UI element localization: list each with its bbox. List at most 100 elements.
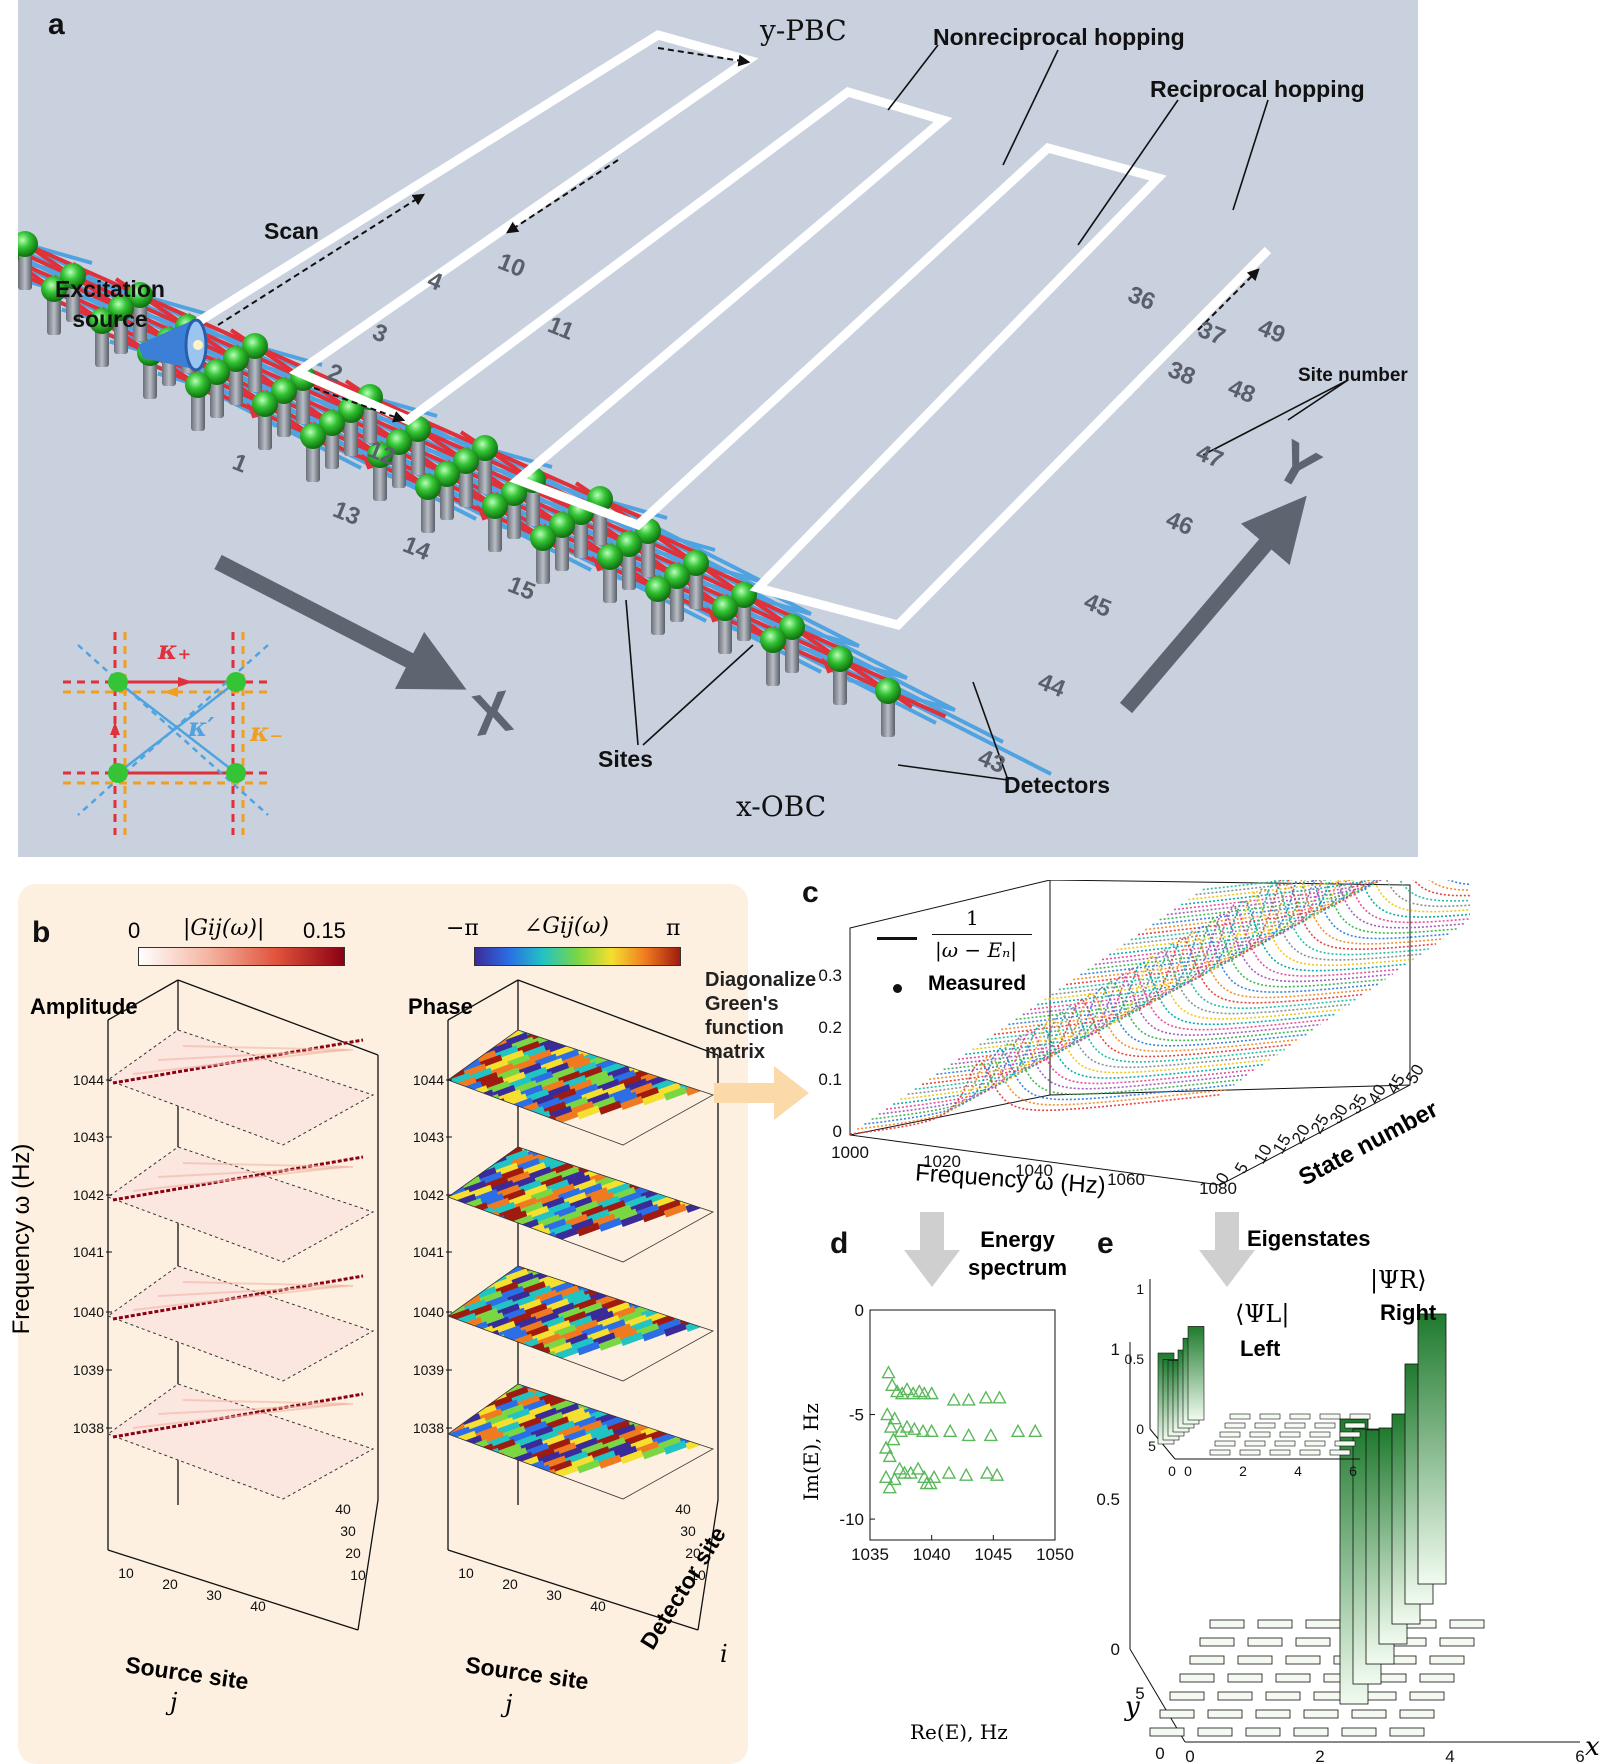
phase-cell (720, 1379, 743, 1393)
phase-cell (670, 1266, 694, 1280)
plot-box (849, 880, 1411, 1186)
source-site-tick: 10 (458, 1565, 474, 1581)
x-tick: 1080 (1199, 1179, 1237, 1198)
kappa-prime-label: κ′ (188, 713, 215, 743)
phase-cell (579, 1183, 603, 1198)
phase-cell (733, 1409, 756, 1423)
phase-cell (601, 1297, 625, 1312)
amplitude-stripe (182, 1045, 354, 1051)
z-tick: 0.1 (818, 1070, 842, 1089)
phase-cell (547, 1083, 572, 1099)
amp-colorbar-max: 0.15 (303, 918, 346, 943)
phase-cell (563, 1075, 587, 1090)
phase-cell (547, 1319, 572, 1335)
phase-cell (523, 1281, 547, 1296)
site (300, 423, 326, 449)
phase-cell (748, 1141, 758, 1155)
state-curve (849, 1059, 1221, 1135)
inset-floor-bar (1219, 1431, 1241, 1438)
phase-cell (732, 1269, 755, 1283)
phase-cell (678, 1172, 702, 1187)
phase-cell (585, 1424, 609, 1439)
amplitude-stripe (182, 1399, 354, 1405)
site (453, 448, 479, 474)
amplitude-stripe (157, 1403, 349, 1415)
phase-cell (670, 1147, 694, 1161)
phase-cell (413, 1283, 436, 1297)
phase-cell (630, 1436, 654, 1451)
phase-cell (748, 1260, 758, 1274)
state-curve (1073, 880, 1444, 981)
phase-cell (477, 1247, 500, 1261)
phase-cell (597, 1432, 621, 1447)
floor-bar (1305, 1619, 1341, 1629)
phase-cell (534, 1407, 558, 1422)
phase-cell (691, 1120, 714, 1134)
phase-cell (605, 1279, 629, 1294)
axis-line (107, 979, 179, 1021)
phase-cell (739, 1413, 758, 1427)
inset-floor-bar (1319, 1413, 1341, 1420)
inset-x-tick: 2 (1239, 1463, 1247, 1479)
state-curve (857, 1055, 1228, 1130)
phase-cell (656, 978, 679, 992)
spectrum-point (887, 1411, 902, 1425)
phase-cell (462, 1041, 486, 1056)
phase-cell (481, 1076, 505, 1091)
down-arrow-d (904, 1212, 960, 1287)
phase-cell (520, 1201, 544, 1216)
legend-line-sample (877, 937, 917, 940)
phase-cell (593, 1130, 616, 1144)
phase-cell (477, 1365, 500, 1379)
energy-spectrum-label: Energy spectrum (968, 1227, 1068, 1280)
phase-cell (562, 1289, 586, 1304)
phase-cell (538, 1250, 561, 1264)
floor-bar (1199, 1637, 1235, 1647)
phase-cell (727, 1168, 750, 1182)
phase-cell (530, 1188, 554, 1203)
phase-cell (682, 1392, 706, 1407)
phase-cell (526, 1242, 549, 1256)
phase-cell (419, 1168, 442, 1182)
site (760, 627, 786, 653)
phase-cell (559, 1209, 583, 1224)
phase-cell (542, 1433, 566, 1448)
phase-cell (608, 1122, 631, 1136)
frequency-tick: 1038 (73, 1420, 104, 1436)
phase-cell (679, 1231, 702, 1245)
site (827, 646, 853, 672)
phase-cell (624, 1432, 648, 1447)
left-state-label: ⟨ΨL| (1235, 1300, 1290, 1328)
spectrum-point (878, 1469, 894, 1483)
phase-cell (602, 1319, 627, 1334)
source-site-tick: 20 (502, 1576, 518, 1592)
detector (574, 520, 588, 558)
phase-cell (581, 1323, 605, 1338)
right-word: Right (1380, 1300, 1437, 1325)
phase-cell (508, 1075, 532, 1090)
inset-x-tick: 4 (1294, 1463, 1302, 1479)
phase-cell (592, 1450, 616, 1465)
y-tick: 0 (855, 1301, 864, 1320)
phase-cell (625, 1266, 649, 1268)
phase-cell (458, 1176, 482, 1191)
phase-cell (663, 1203, 687, 1218)
phase-cell (642, 1327, 666, 1342)
phase-cell (556, 1402, 580, 1418)
phase-cell (548, 1237, 571, 1251)
phase-cell (543, 1384, 567, 1387)
phase-cell (654, 1274, 678, 1289)
phase-cell (680, 1266, 704, 1267)
phase-cell (565, 1332, 589, 1347)
site (683, 550, 709, 576)
phase-cell (538, 1131, 561, 1145)
phase-cell (701, 1426, 713, 1441)
site (712, 595, 738, 621)
floor-bar (1179, 1673, 1215, 1683)
phase-cell (624, 1350, 647, 1364)
state-curve (950, 973, 1321, 1066)
inset-floor-bar (1284, 1422, 1306, 1429)
phase-cell (598, 1454, 622, 1469)
inset-y-tick: 0 (1168, 1463, 1176, 1479)
phase-cell (582, 1030, 606, 1041)
